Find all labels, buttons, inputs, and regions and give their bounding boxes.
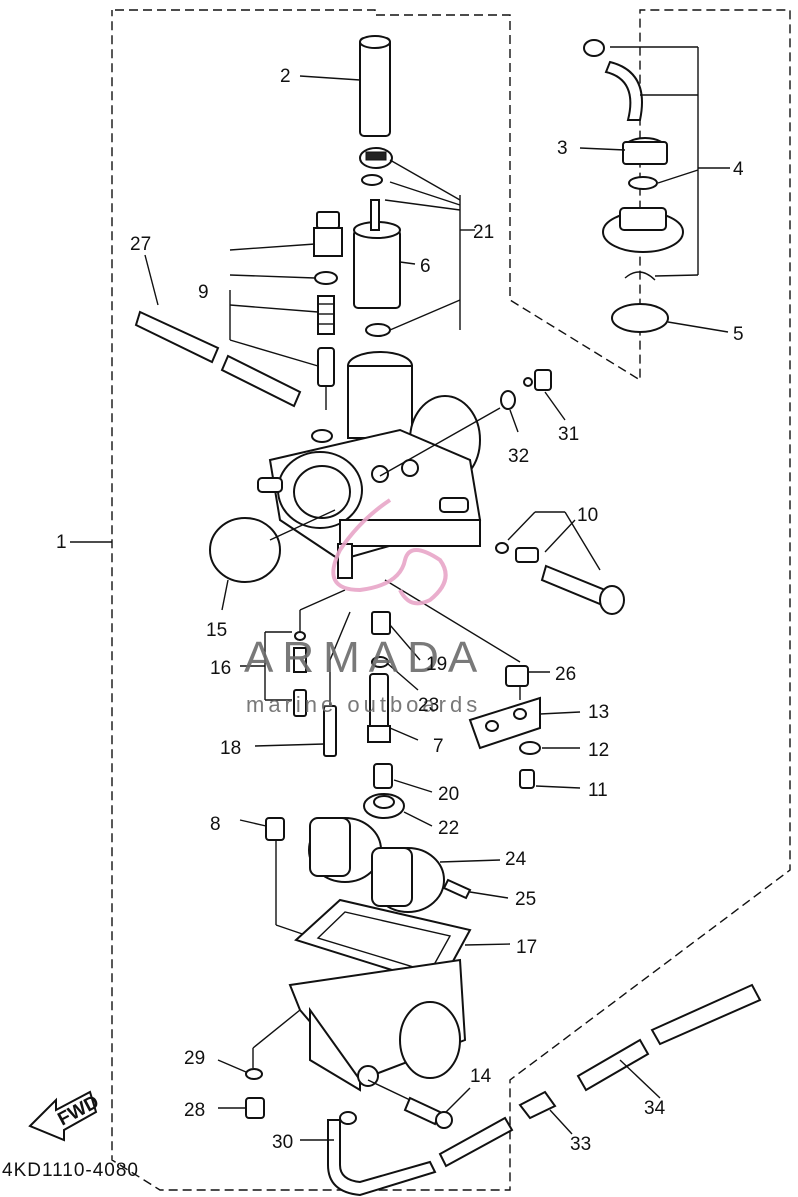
callout-2: 2 <box>280 66 291 87</box>
armada-watermark: ARMADA marine outboards <box>244 498 486 717</box>
part-6-throttle-valve <box>353 199 416 309</box>
callout-5: 5 <box>733 324 744 345</box>
callout-18: 18 <box>220 738 241 759</box>
part-23-washer <box>371 656 389 668</box>
part-11-screw <box>519 769 581 789</box>
callout-24: 24 <box>505 849 527 870</box>
carburetor-body <box>257 351 501 579</box>
part-22-float-seat <box>363 793 433 827</box>
part-26-screw <box>384 579 550 700</box>
fwd-arrow-icon: FWD <box>28 1090 103 1142</box>
callout-31: 31 <box>558 424 579 445</box>
callout-27: 27 <box>130 234 151 255</box>
part-30-hose <box>300 1111 514 1197</box>
callout-3: 3 <box>557 138 568 159</box>
part-4-fuel-cap-group <box>579 39 730 281</box>
part-7-needle-jet <box>367 673 419 743</box>
part-21-plate-group <box>359 147 475 331</box>
callout-13: 13 <box>588 702 609 723</box>
watermark-tagline: marine outboards <box>246 692 481 717</box>
part-15-gasket <box>209 517 281 583</box>
part-34-hose <box>576 983 762 1099</box>
part-32-washer <box>500 390 516 410</box>
part-28-drain-screw <box>218 1097 265 1119</box>
part-2-tube <box>299 35 391 137</box>
part-25-pin <box>442 878 509 900</box>
callout-1: 1 <box>56 532 67 553</box>
callout-21: 21 <box>473 222 494 243</box>
callout-12: 12 <box>588 740 609 761</box>
part-24-float <box>308 817 501 913</box>
callout-34: 34 <box>644 1098 666 1119</box>
part-16-jet-set <box>240 589 346 717</box>
callout-32: 32 <box>508 446 529 467</box>
callout-9: 9 <box>198 282 209 303</box>
part-19-jet <box>371 611 421 661</box>
part-20-jet <box>373 763 433 793</box>
watermark-logo-swirl <box>331 498 448 606</box>
part-33-fitting <box>518 1090 573 1135</box>
callout-16: 16 <box>210 658 231 679</box>
callout-22: 22 <box>438 818 459 839</box>
part-13-gasket <box>468 696 581 750</box>
callout-11: 11 <box>588 780 608 801</box>
watermark-brand: ARMADA <box>244 633 486 682</box>
callout-labels: 1 2 3 4 5 6 7 8 9 10 11 12 13 14 15 16 1… <box>56 66 744 1155</box>
callout-30: 30 <box>272 1132 293 1153</box>
assembly-boundary <box>70 9 791 1191</box>
callout-28: 28 <box>184 1100 205 1121</box>
callout-19: 19 <box>426 654 447 675</box>
callout-20: 20 <box>438 784 459 805</box>
part-washer <box>365 323 391 337</box>
part-9-needle-set <box>229 211 343 410</box>
callout-26: 26 <box>555 664 576 685</box>
callout-4: 4 <box>733 159 744 180</box>
part-5-gasket <box>611 303 669 333</box>
callout-29: 29 <box>184 1048 205 1069</box>
part-29-washer <box>217 1059 263 1080</box>
part-14-screw <box>367 1079 471 1129</box>
part-27-hose <box>134 254 302 408</box>
callout-25: 25 <box>515 889 536 910</box>
part-12-washer <box>519 741 541 755</box>
diagram-code: 4KD1110-4080 <box>2 1160 139 1181</box>
part-18-jet <box>254 611 351 757</box>
callout-14: 14 <box>470 1066 492 1087</box>
callout-8: 8 <box>210 814 221 835</box>
callout-10: 10 <box>577 505 598 526</box>
callout-7: 7 <box>433 736 444 757</box>
callout-6: 6 <box>420 256 431 277</box>
part-31-screw <box>523 369 566 421</box>
callout-17: 17 <box>516 937 537 958</box>
part-10-pilot-screw-set <box>495 511 625 615</box>
callout-23: 23 <box>418 695 439 716</box>
part-8-screw <box>239 817 321 941</box>
callout-15: 15 <box>206 620 227 641</box>
callout-33: 33 <box>570 1134 591 1155</box>
float-bowl <box>252 958 467 1092</box>
